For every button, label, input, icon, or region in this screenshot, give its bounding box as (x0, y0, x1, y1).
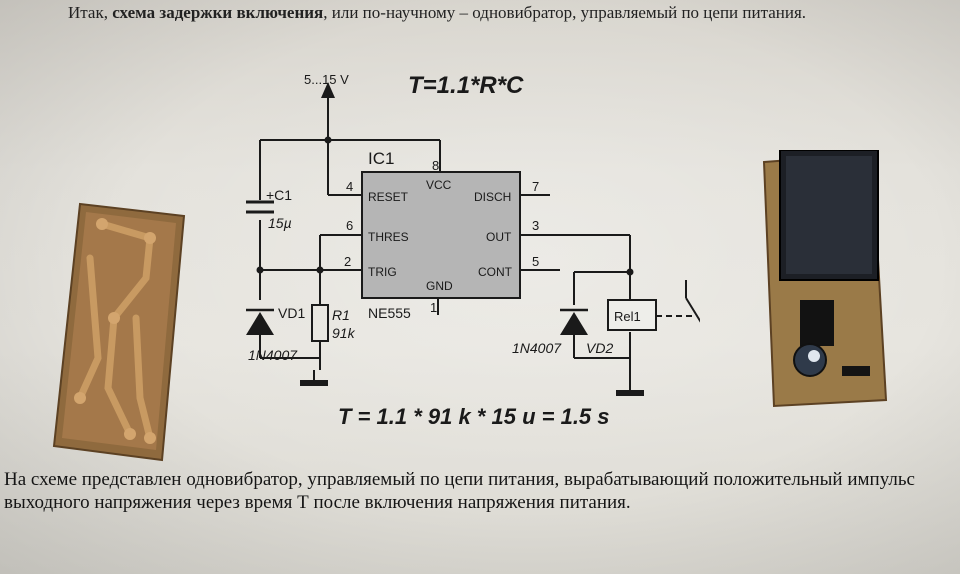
r1-value: 91k (332, 325, 356, 341)
c1-label: +C1 (266, 187, 292, 203)
vd2-label: VD2 (586, 340, 613, 356)
vd1-label: VD1 (278, 305, 305, 321)
intro-bold: схема задержки включения (112, 3, 324, 22)
pin-label-disch: DISCH (474, 190, 511, 204)
pin-number-2: 2 (344, 254, 351, 269)
pin-label-cont: CONT (478, 265, 513, 279)
pin-label-reset: RESET (368, 190, 409, 204)
pin-label-out: OUT (486, 230, 512, 244)
pin-label-gnd: GND (426, 279, 453, 293)
ic-ref-label: IC1 (368, 149, 394, 168)
intro-text: Итак, схема задержки включения, или по-н… (68, 2, 928, 23)
pcb-board-left (52, 202, 186, 462)
schematic-diagram: 5...15 V IC1 NE555 RESET VCC DISCH THRES… (246, 72, 700, 396)
pin-number-4: 4 (346, 179, 353, 194)
supply-label: 5...15 V (304, 72, 349, 87)
relay-board-photo (762, 150, 888, 408)
pin-number-7: 7 (532, 179, 539, 194)
r1-label: R1 (332, 307, 350, 323)
ic-part-label: NE555 (368, 305, 411, 321)
pin-label-vcc: VCC (426, 178, 452, 192)
pin-number-1: 1 (430, 300, 437, 315)
vd2-part: 1N4007 (512, 340, 562, 356)
relay-label: Rel1 (614, 309, 641, 324)
pin-number-5: 5 (532, 254, 539, 269)
caption-text: На схеме представлен одновибратор, управ… (4, 469, 915, 513)
intro-prefix: Итак, (68, 3, 113, 22)
formula-bottom: T = 1.1 * 91 k * 15 u = 1.5 s (338, 404, 610, 429)
vd1-part: 1N4007 (248, 347, 298, 363)
intro-suffix: , или по-научному – одновибратор, управл… (323, 3, 807, 22)
pin-number-6: 6 (346, 218, 353, 233)
c1-value: 15µ (268, 215, 292, 231)
pin-number-3: 3 (532, 218, 539, 233)
formula-top: T=1.1*R*C (408, 72, 524, 99)
pin-label-thres: THRES (368, 230, 409, 244)
pin-label-trig: TRIG (368, 265, 397, 279)
pin-number-8: 8 (432, 158, 439, 173)
